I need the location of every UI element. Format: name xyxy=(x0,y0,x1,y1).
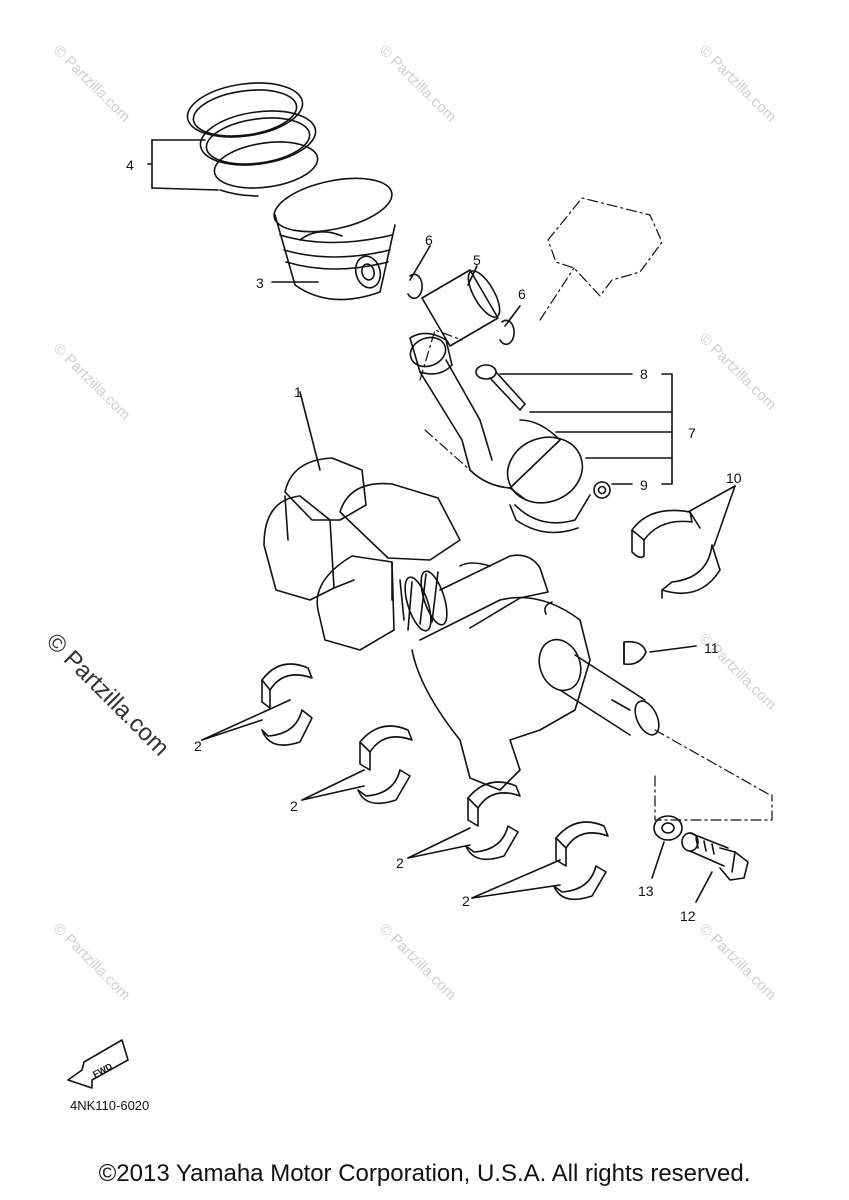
main-bearing xyxy=(553,821,609,901)
callout-line-2 xyxy=(301,769,365,801)
phantom-outline xyxy=(419,197,773,821)
fwd-arrow-label: FWD xyxy=(91,1061,114,1080)
callout-line-2 xyxy=(201,699,291,741)
callout-10: 10 xyxy=(726,470,742,486)
callout-13: 13 xyxy=(638,883,654,899)
crank-bolt xyxy=(681,832,749,881)
washer xyxy=(653,815,683,841)
callout-2: 2 xyxy=(194,738,202,754)
callout-8: 8 xyxy=(640,366,648,382)
callout-4: 4 xyxy=(126,157,134,173)
crankshaft xyxy=(263,457,660,791)
piston-pin-clip xyxy=(499,319,515,346)
callout-line-5 xyxy=(467,265,478,286)
piston xyxy=(273,177,396,301)
rod-bearing xyxy=(631,509,721,599)
callout-6: 6 xyxy=(425,232,433,248)
callout-line-6b xyxy=(504,305,521,327)
diagram-code: 4NK110-6020 xyxy=(70,1098,150,1113)
rod-nut xyxy=(593,481,611,499)
callout-line-4 xyxy=(147,139,219,191)
callout-5: 5 xyxy=(473,252,481,268)
main-bearing xyxy=(261,663,313,746)
callout-2: 2 xyxy=(290,798,298,814)
callout-line-2 xyxy=(471,859,561,899)
callout-line-2 xyxy=(407,827,471,859)
callout-6: 6 xyxy=(518,286,526,302)
callout-line-10 xyxy=(687,485,736,547)
piston-pin xyxy=(421,269,501,347)
copyright-notice: ©2013 Yamaha Motor Corporation, U.S.A. A… xyxy=(98,1160,751,1187)
callout-2: 2 xyxy=(462,893,470,909)
callout-3: 3 xyxy=(256,275,264,291)
callout-line-7-8-9 xyxy=(499,373,673,485)
callout-line-13 xyxy=(651,841,665,879)
callout-1: 1 xyxy=(294,384,302,400)
main-bearing xyxy=(465,781,521,861)
callout-2: 2 xyxy=(396,855,404,871)
callout-7: 7 xyxy=(688,425,696,441)
callout-line-12 xyxy=(695,871,713,903)
callout-line-6a xyxy=(409,245,431,281)
callout-11: 11 xyxy=(704,640,719,656)
callout-line-11 xyxy=(649,645,697,653)
fwd-arrow-icon: FWD xyxy=(67,1039,129,1089)
woodruff-key xyxy=(623,640,647,666)
callout-12: 12 xyxy=(680,908,696,924)
piston-rings xyxy=(186,82,319,197)
callout-line-1 xyxy=(299,391,321,471)
main-bearing xyxy=(357,725,413,805)
piston-pin-clip xyxy=(407,273,423,300)
callout-9: 9 xyxy=(640,477,648,493)
connecting-rod xyxy=(409,332,591,534)
rod-bolt xyxy=(475,364,526,411)
